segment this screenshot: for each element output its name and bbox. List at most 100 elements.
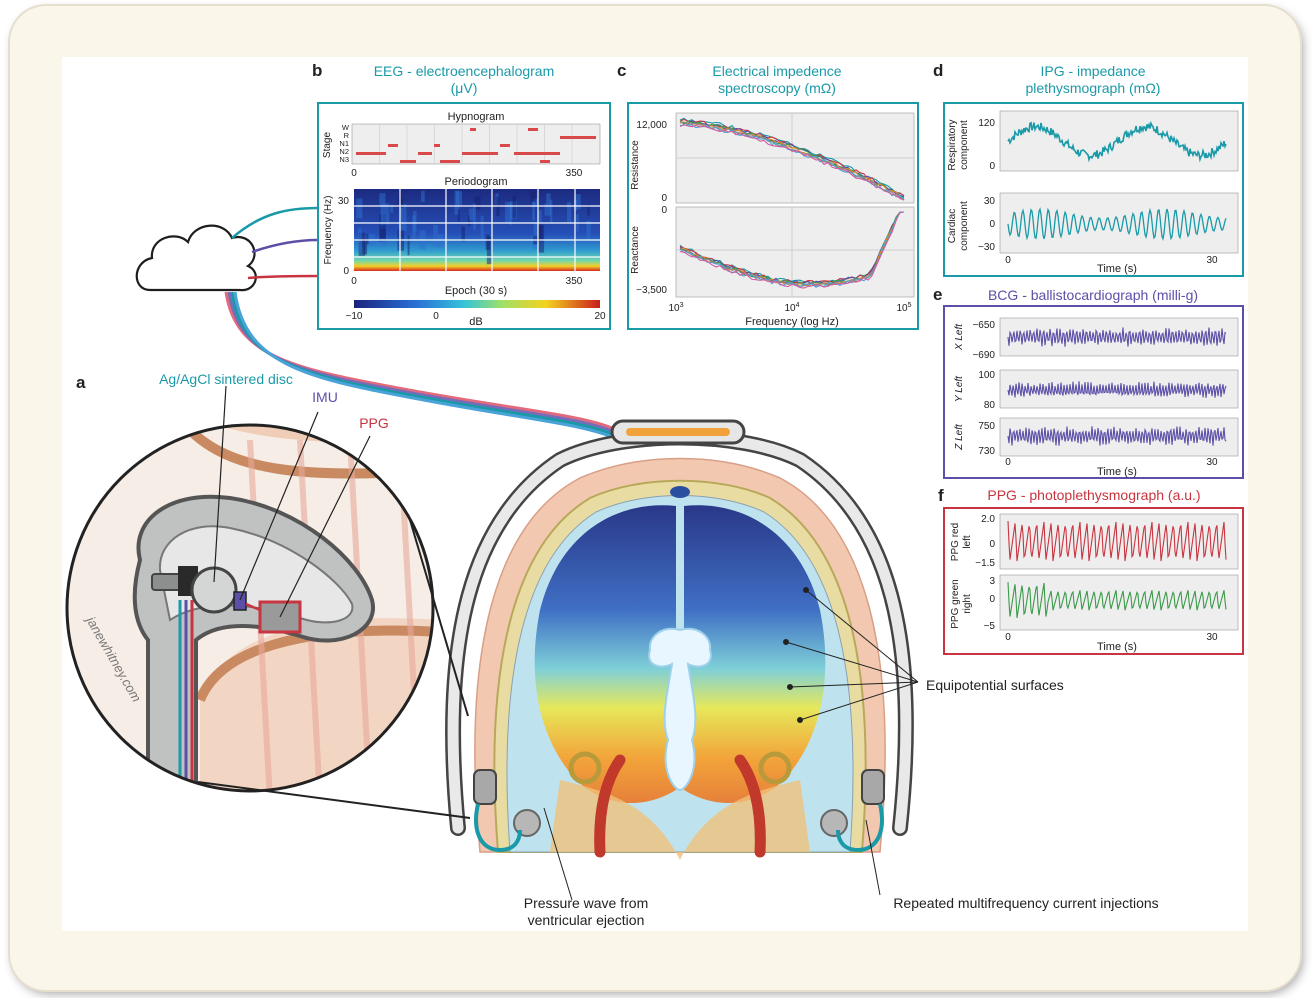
eis-title: Electrical impedence [712,63,841,79]
imu-callout-line [239,411,319,601]
periodogram-texture-patch [380,205,383,226]
periodogram-texture-patch [474,196,481,210]
resistance-ytick-max: 12,000 [636,120,667,131]
cardiac-trace [1007,206,1227,242]
hypnogram-segment [388,144,398,147]
ppg-red-ytick-top: 2.0 [981,514,995,525]
periodogram-ylabel: Frequency (Hz) [323,196,334,265]
periodogram-texture [356,190,591,265]
hypnogram-segment [528,128,538,131]
periodogram-texture-patch [467,215,471,226]
periodogram-xtick-0: 0 [351,276,357,287]
ipg-xlabel: Time (s) [1097,263,1137,275]
periodogram-texture-patch [532,200,536,221]
periodogram-texture-patch [532,198,539,207]
eeg-title: EEG - electroencephalogram [374,63,555,79]
periodogram-texture-patch [587,204,590,216]
hypnogram-segment [470,128,476,131]
panel-letter-a: a [76,373,86,392]
resp-trace [1007,120,1227,163]
ppg-xlabel: Time (s) [1097,641,1137,653]
ppg-red-ytick-bottom: −1.5 [975,558,995,569]
periodogram-texture-patch [549,199,553,224]
hypnogram-xtick-0: 0 [351,168,357,179]
eis-curves [679,117,905,289]
periodogram-texture-patch [544,203,552,216]
hypnogram-segment [530,152,560,155]
bcg-z-ylabel: Z Left [954,423,965,451]
hypnogram-segment [500,144,510,147]
periodogram-xlabel: Epoch (30 s) [445,285,507,297]
zoom-circle [65,423,435,793]
reactance-curve [679,211,904,289]
periodogram-texture-patch [567,202,572,224]
hypnogram-segment [434,144,440,147]
periodogram-texture-patch [455,191,463,206]
ppg-red-plot [999,513,1239,570]
hypnogram-segment [356,152,386,155]
periodogram-texture-patch [433,225,438,248]
cloud-icon [135,224,257,292]
periodogram-texture-patch [379,214,386,242]
cardiac-ytick-neg30: −30 [978,242,995,253]
resp-ylabel-2: component [959,120,970,170]
cloud-cables [231,206,319,280]
resistance-curve [679,124,905,201]
periodogram-texture-patch [390,204,394,213]
panel-letter-d: d [933,61,943,80]
hypnogram-marks [356,128,596,163]
hypnogram-title: Hypnogram [448,111,505,123]
periodogram-texture-patch [356,198,363,219]
resistance-ytick-0: 0 [661,193,667,204]
left-earpiece [513,809,541,837]
reactance-ytick-0: 0 [661,205,667,216]
pressure-wave-label-1: Pressure wave from [524,895,648,911]
periodogram-texture-patch [546,193,551,205]
headset-cable [224,291,613,439]
panel-letter-f: f [938,486,944,505]
colorbar-tick-0: 0 [433,311,439,322]
periodogram-ytick-0: 0 [343,266,349,277]
ppg-red-ytick-0: 0 [989,539,995,550]
right-ear-sensor [861,769,885,805]
periodogram-texture-patch [505,201,511,224]
disc-callout-line [213,385,227,583]
bcg-xtick-0: 0 [1005,457,1011,468]
periodogram-texture-patch [413,210,417,232]
resp-ytick-120: 120 [978,118,995,129]
ppg-title: PPG - photoplethysmograph (a.u.) [987,487,1200,503]
colorbar-tick-min: −10 [346,311,363,322]
ppg-xtick-30: 30 [1206,632,1218,643]
cardiac-ytick-0: 0 [989,219,995,230]
periodogram-texture-patch [574,194,581,210]
periodogram-texture-patch [469,208,474,221]
panel-letter-c: c [617,61,626,80]
bcg-x-ylabel: X Left [954,323,965,351]
periodogram-texture-patch [380,238,387,247]
right-earpiece [820,809,848,837]
ipg-xtick-30: 30 [1206,255,1218,266]
colorbar-tick-max: 20 [594,311,606,322]
resp-ytick-0: 0 [989,161,995,172]
colorbar-label: dB [469,316,482,328]
periodogram-texture-patch [486,236,493,265]
hypnogram-ylabel: Stage [322,131,333,158]
periodogram-texture-patch [382,203,390,225]
eis-grid [676,113,914,297]
ppg-green-ytick-bottom: −5 [984,621,996,632]
panel-a: a janewhitney.com [65,371,471,819]
stage-r: R [344,131,350,140]
periodogram-texture-patch [509,202,513,225]
equipotential-pointers [543,587,919,901]
resistance-curve [679,120,905,198]
head-illustration [445,419,914,860]
imu-label: IMU [312,389,338,405]
bcg-x-trace [1007,327,1227,347]
periodogram-texture-patch [438,234,444,248]
zoom-connector-bottom [197,781,471,819]
eis-xtick-1e4: 104 [784,302,799,314]
panel-letter-e: e [933,285,942,304]
imu-chip [233,591,247,611]
bcg-title: BCG - ballistocardiograph (milli-g) [988,287,1198,303]
